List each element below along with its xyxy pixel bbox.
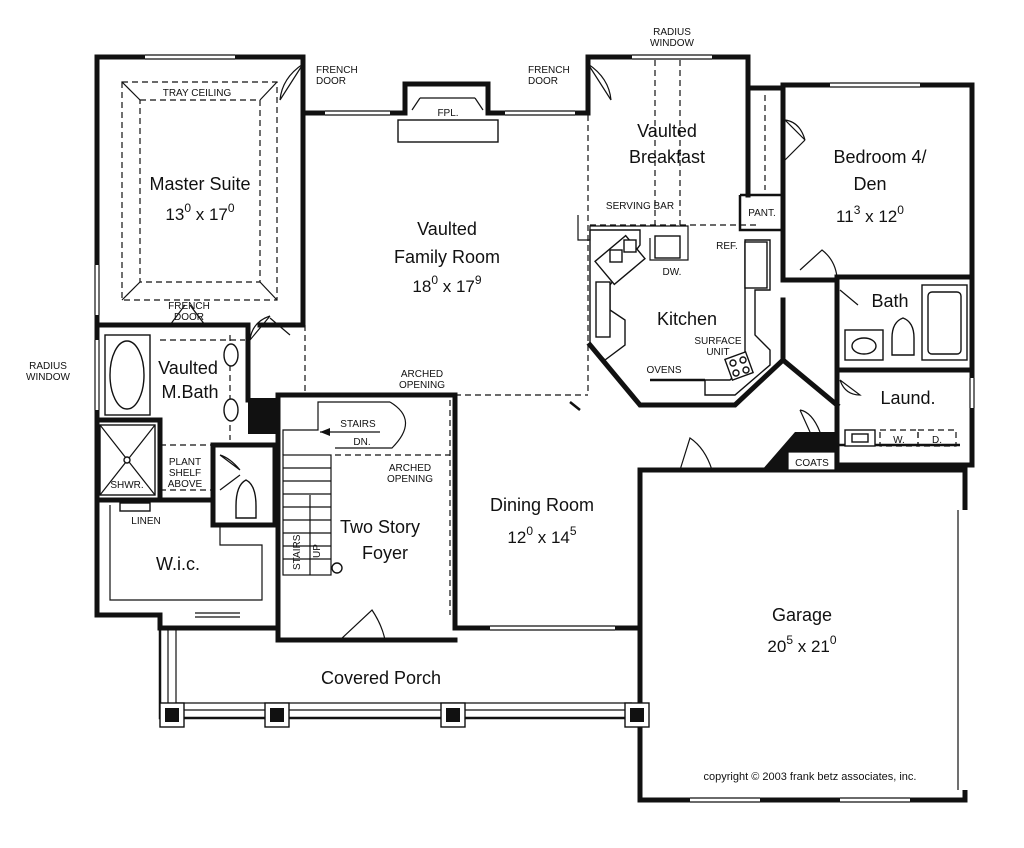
mbath-line1: Vaulted — [158, 358, 218, 378]
ovens-label: OVENS — [646, 365, 681, 376]
radius-window-label: WINDOW — [26, 372, 70, 383]
radius-window-label: RADIUS — [29, 361, 67, 372]
annotations: TRAY CEILING FRENCH DOOR FRENCH DOOR RAD… — [26, 27, 942, 783]
porch-label: Covered Porch — [321, 668, 441, 688]
family-room-line2: Family Room — [394, 247, 500, 267]
bedroom4-line1: Bedroom 4/ — [833, 147, 926, 167]
foyer-line1: Two Story — [340, 517, 420, 537]
shower-label: SHWR. — [110, 480, 143, 491]
arched-opening-label: ARCHED — [389, 463, 431, 474]
bath-label: Bath — [871, 291, 908, 311]
french-door-label: DOOR — [316, 76, 346, 87]
radius-window-label: RADIUS — [653, 27, 691, 38]
dryer-label: D. — [932, 435, 942, 446]
bedroom4-dim: 113 x 120 — [836, 203, 904, 226]
kitchen-label: Kitchen — [657, 309, 717, 329]
stairs-label: STAIRS — [292, 534, 303, 570]
plant-shelf-label: SHELF — [169, 468, 201, 479]
stairs-label: STAIRS — [340, 419, 376, 430]
garage-dim: 205 x 210 — [767, 633, 836, 656]
breakfast-line1: Vaulted — [637, 121, 697, 141]
stairs-up-label: UP — [312, 544, 323, 558]
master-suite-dim: 130 x 170 — [165, 201, 234, 224]
coats-label: COATS — [795, 458, 829, 469]
plant-shelf-label: ABOVE — [168, 479, 203, 490]
french-door-label: FRENCH — [168, 301, 210, 312]
fixtures — [99, 97, 968, 601]
dining-dim: 120 x 145 — [507, 524, 576, 547]
surface-unit-label: SURFACE — [694, 336, 742, 347]
french-door-label: FRENCH — [316, 65, 358, 76]
dashed-lines — [121, 60, 766, 615]
master-suite-label: Master Suite — [149, 174, 250, 194]
dishwasher-label: DW. — [663, 267, 682, 278]
french-door-label: FRENCH — [528, 65, 570, 76]
fireplace-label: FPL. — [437, 108, 458, 119]
french-door-label: DOOR — [528, 76, 558, 87]
stairs-down-label: DN. — [353, 437, 370, 448]
room-labels: Master Suite 130 x 170 Vaulted Family Ro… — [149, 121, 935, 688]
walls — [93, 53, 976, 804]
garage-label: Garage — [772, 605, 832, 625]
doors — [169, 63, 862, 641]
arched-opening-label: OPENING — [399, 380, 445, 391]
arched-opening-label: OPENING — [387, 474, 433, 485]
refrigerator-label: REF. — [716, 241, 738, 252]
arched-opening-label: ARCHED — [401, 369, 443, 380]
linen-label: LINEN — [131, 516, 160, 527]
plant-shelf-label: PLANT — [169, 457, 201, 468]
tray-ceiling-label: TRAY CEILING — [163, 88, 232, 99]
breakfast-line2: Breakfast — [629, 147, 705, 167]
surface-unit-label: UNIT — [706, 347, 729, 358]
mbath-line2: M.Bath — [161, 382, 218, 402]
radius-window-label: WINDOW — [650, 38, 694, 49]
bedroom4-line2: Den — [853, 174, 886, 194]
french-door-label: DOOR — [174, 312, 204, 323]
copyright-text: copyright © 2003 frank betz associates, … — [704, 771, 917, 783]
pantry-label: PANT. — [748, 208, 776, 219]
family-room-line1: Vaulted — [417, 219, 477, 239]
washer-label: W. — [893, 435, 905, 446]
laundry-label: Laund. — [880, 388, 935, 408]
serving-bar-label: SERVING BAR — [606, 201, 674, 212]
porch — [158, 628, 650, 728]
foyer-line2: Foyer — [362, 543, 408, 563]
dining-label: Dining Room — [490, 495, 594, 515]
family-room-dim: 180 x 179 — [412, 273, 481, 296]
stairs — [282, 401, 407, 576]
wic-label: W.i.c. — [156, 554, 200, 574]
